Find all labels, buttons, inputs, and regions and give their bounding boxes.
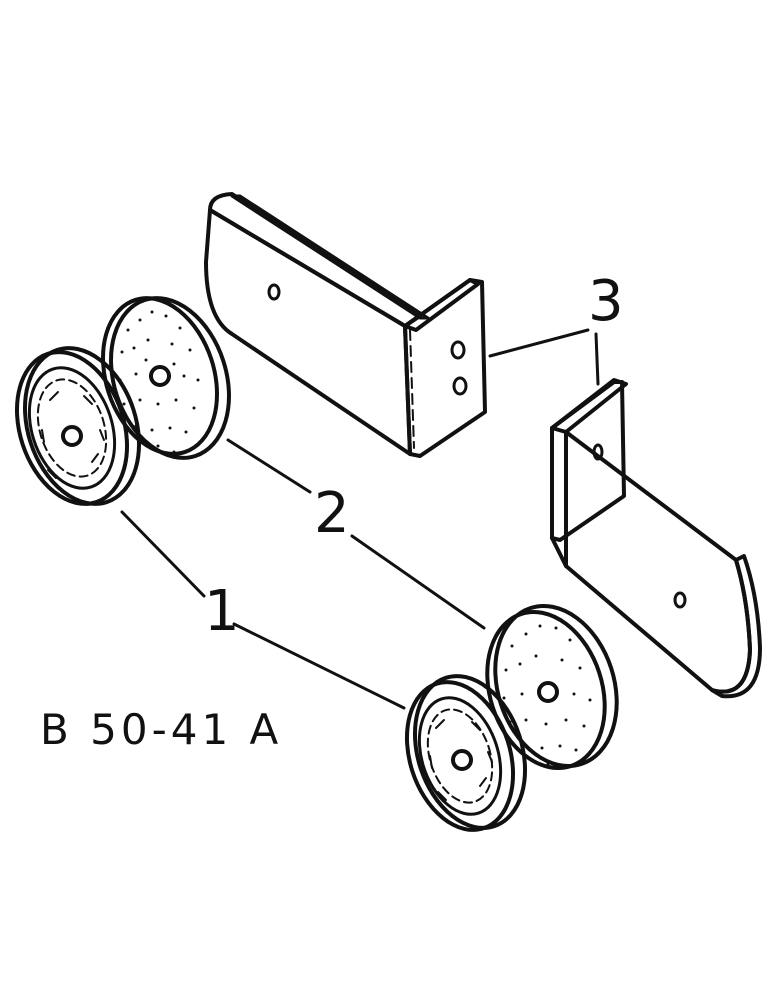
bracket-hole — [452, 376, 468, 396]
leader-lines — [120, 328, 600, 710]
disc-hub-hole — [149, 365, 171, 387]
pulley-hub-hole — [451, 749, 473, 771]
pulley-upper — [14, 346, 141, 506]
drawing-code: B 50-41 A — [40, 705, 282, 754]
bracket-hole — [450, 340, 466, 360]
bracket-hole — [592, 443, 604, 461]
bracket-hole — [673, 591, 687, 609]
callout-1: 1 — [204, 579, 240, 644]
pulley-lower — [404, 674, 528, 832]
bracket-lower — [550, 378, 762, 699]
disc-hub-hole — [537, 681, 559, 703]
callout-2: 2 — [314, 481, 350, 546]
pulley-hub-hole — [61, 425, 83, 447]
felt-disc-lower — [485, 603, 619, 771]
bracket-hole — [267, 283, 281, 301]
bracket-upper — [204, 192, 487, 458]
felt-disc-upper — [101, 296, 231, 460]
callout-3: 3 — [588, 269, 624, 334]
